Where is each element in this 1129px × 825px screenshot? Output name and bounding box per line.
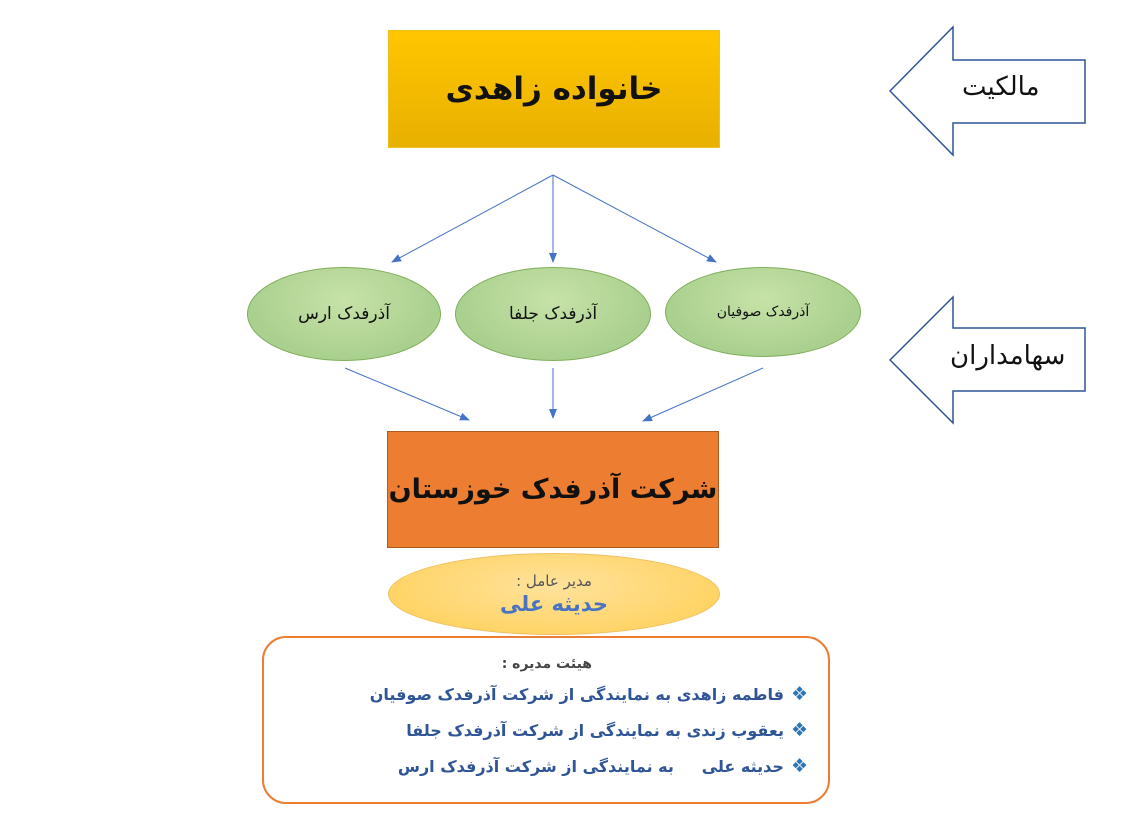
board-member: ❖ حدیثه علی به نمایندگی از شرکت آذرفدک ا… <box>398 752 808 780</box>
board-member-text: یعقوب زندی به نمایندگی از شرکت آذرفدک جل… <box>406 720 784 740</box>
shareholders-label: سهامداران <box>950 341 1066 371</box>
owner-box: خانواده زاهدی <box>388 30 720 148</box>
shareholder-soufian-label: آذرفدک صوفیان <box>716 304 810 320</box>
connector-soufian-to-company <box>642 367 764 422</box>
diamond-bullet-icon: ❖ <box>790 755 808 777</box>
manager-name: حدیثه علی <box>500 592 608 616</box>
board-member-text: فاطمه زاهدی به نمایندگی از شرکت آذرفدک ص… <box>369 684 784 704</box>
board-member: ❖ یعقوب زندی به نمایندگی از شرکت آذرفدک … <box>406 716 808 744</box>
company-box: شرکت آذرفدک خوزستان <box>387 431 719 548</box>
diamond-bullet-icon: ❖ <box>790 719 808 741</box>
shareholder-jolfa: آذرفدک جلفا <box>455 267 651 361</box>
ownership-label: مالکیت <box>962 72 1040 102</box>
connector-aras-to-company <box>344 367 470 421</box>
shareholder-soufian: آذرفدک صوفیان <box>665 267 861 357</box>
board-title: هیئت مدیره : <box>501 656 592 672</box>
company-label: شرکت آذرفدک خوزستان <box>388 474 718 505</box>
connector-owner-to-aras <box>391 174 554 263</box>
shareholders-arrow-shape <box>888 295 1086 425</box>
connector-owner-to-soufian <box>552 174 717 263</box>
shareholder-jolfa-label: آذرفدک جلفا <box>508 304 598 324</box>
manager-title: مدیر عامل : <box>516 572 592 590</box>
board-member: ❖ فاطمه زاهدی به نمایندگی از شرکت آذرفدک… <box>370 680 808 708</box>
shareholder-aras-label: آذرفدک ارس <box>298 304 390 324</box>
diamond-bullet-icon: ❖ <box>790 683 808 705</box>
ownership-arrow-shape <box>888 25 1086 157</box>
shareholder-aras: آذرفدک ارس <box>247 267 441 361</box>
board-panel: هیئت مدیره : ❖ فاطمه زاهدی به نمایندگی ا… <box>262 636 830 804</box>
owner-label: خانواده زاهدی <box>445 71 663 107</box>
board-member-text: حدیثه علی به نمایندگی از شرکت آذرفدک ارس <box>397 756 784 776</box>
manager-ellipse: مدیر عامل : حدیثه علی <box>388 553 720 635</box>
